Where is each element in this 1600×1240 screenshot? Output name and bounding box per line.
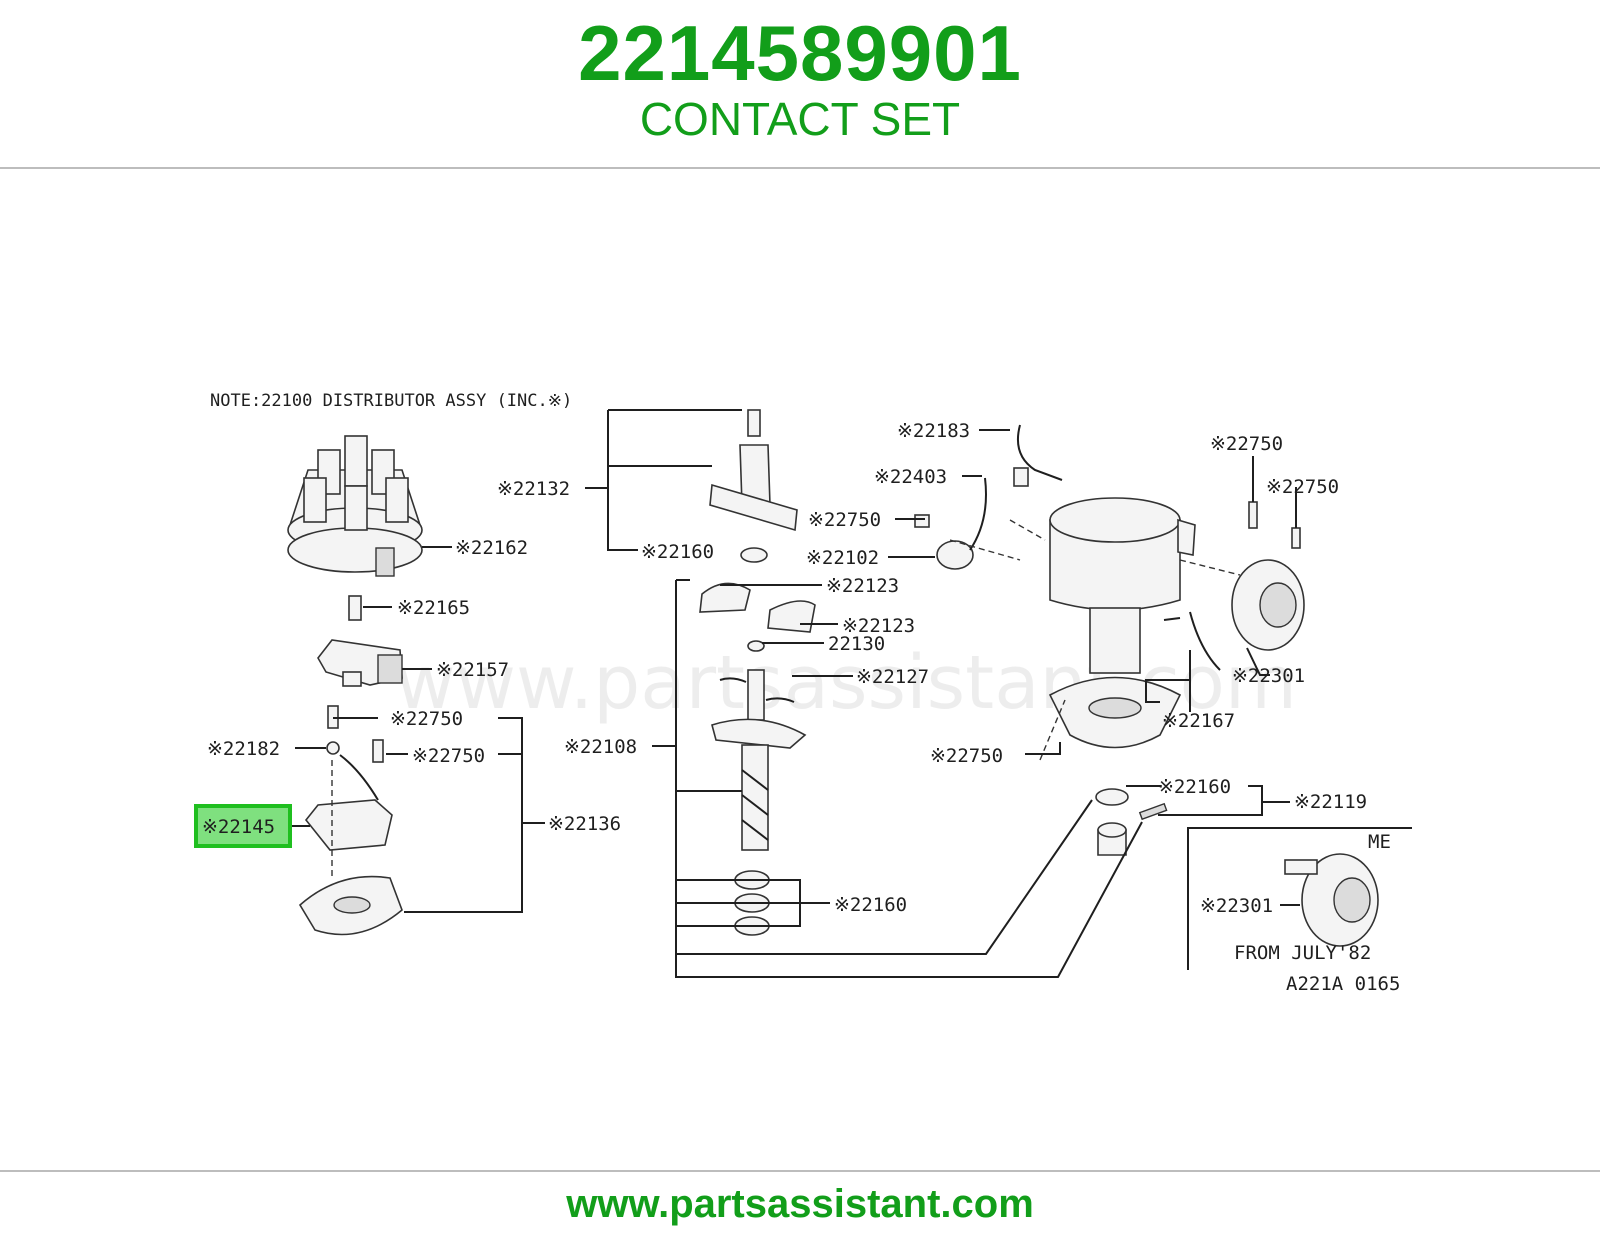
diagram-note: NOTE:22100 DISTRIBUTOR ASSY (INC.※) (210, 391, 572, 411)
page-header: 2214589901 CONTACT SET (0, 0, 1600, 168)
header-divider (0, 167, 1600, 169)
part-name-subtitle: CONTACT SET (639, 93, 961, 145)
me-label: ME (1368, 831, 1391, 853)
callout-22102[interactable]: ※22102 (806, 547, 879, 569)
callout-22750-d[interactable]: ※22750 (1210, 433, 1283, 455)
shaft-drawing (711, 640, 807, 851)
callout-22130[interactable]: 22130 (828, 633, 885, 655)
spring-drawing (1163, 611, 1221, 671)
distributor-cap-drawing (287, 435, 423, 577)
callout-22123-b[interactable]: ※22123 (842, 615, 915, 637)
callout-22123-a[interactable]: ※22123 (826, 575, 899, 597)
from-july-label: FROM JULY'82 (1234, 942, 1371, 964)
washer-drawing (740, 547, 768, 563)
callout-labels: ※22132 ※22160 ※22162 ※22165 ※22157 ※2275… (202, 420, 1400, 995)
callout-22160-a[interactable]: ※22160 (641, 541, 714, 563)
callout-22165[interactable]: ※22165 (397, 597, 470, 619)
diagram-code: A221A 0165 (1286, 973, 1400, 995)
callout-22167[interactable]: ※22167 (1162, 710, 1235, 732)
callout-22127[interactable]: ※22127 (856, 666, 929, 688)
clip-drawing (1013, 424, 1063, 487)
callout-22145-highlighted[interactable]: ※22145 (202, 816, 275, 838)
carbon-point-drawing (348, 595, 362, 621)
me-vacuum-drawing (1284, 853, 1379, 947)
weights-drawing (699, 582, 816, 633)
leader-lines (290, 409, 1412, 978)
housing-drawing (1048, 497, 1196, 749)
callout-22301-a[interactable]: ※22301 (1232, 665, 1305, 687)
callout-22183[interactable]: ※22183 (897, 420, 970, 442)
callout-22182[interactable]: ※22182 (207, 738, 280, 760)
callout-22157[interactable]: ※22157 (436, 659, 509, 681)
callout-22108[interactable]: ※22108 (564, 736, 637, 758)
callout-22301-b[interactable]: ※22301 (1200, 895, 1273, 917)
callout-22750-b[interactable]: ※22750 (412, 745, 485, 767)
parts-diagram: www.partsassistant.com NOTE:22100 DISTRI… (194, 391, 1412, 995)
breaker-plate-drawing (298, 705, 403, 936)
callout-22750-e[interactable]: ※22750 (1266, 476, 1339, 498)
callout-22160-b[interactable]: ※22160 (834, 894, 907, 916)
callout-22403[interactable]: ※22403 (874, 466, 947, 488)
callout-22750-c[interactable]: ※22750 (808, 509, 881, 531)
callout-22750-a[interactable]: ※22750 (390, 708, 463, 730)
part-number-title: 2214589901 (578, 9, 1022, 97)
highlight-box[interactable] (194, 804, 292, 848)
footer-website-link[interactable]: www.partsassistant.com (566, 1182, 1034, 1226)
callout-22119[interactable]: ※22119 (1294, 791, 1367, 813)
rotor-head-drawing (317, 639, 403, 687)
callout-22750-f[interactable]: ※22750 (930, 745, 1003, 767)
callout-22160-c[interactable]: ※22160 (1158, 776, 1231, 798)
footer-divider (0, 1170, 1600, 1172)
vacuum-bracket-drawing (709, 409, 798, 532)
condenser-drawing (914, 477, 987, 570)
callout-22132[interactable]: ※22132 (497, 478, 570, 500)
vacuum-controller-drawing (1179, 501, 1305, 651)
collar-drawing (1095, 788, 1168, 856)
callout-22136[interactable]: ※22136 (548, 813, 621, 835)
callout-22162[interactable]: ※22162 (455, 537, 528, 559)
